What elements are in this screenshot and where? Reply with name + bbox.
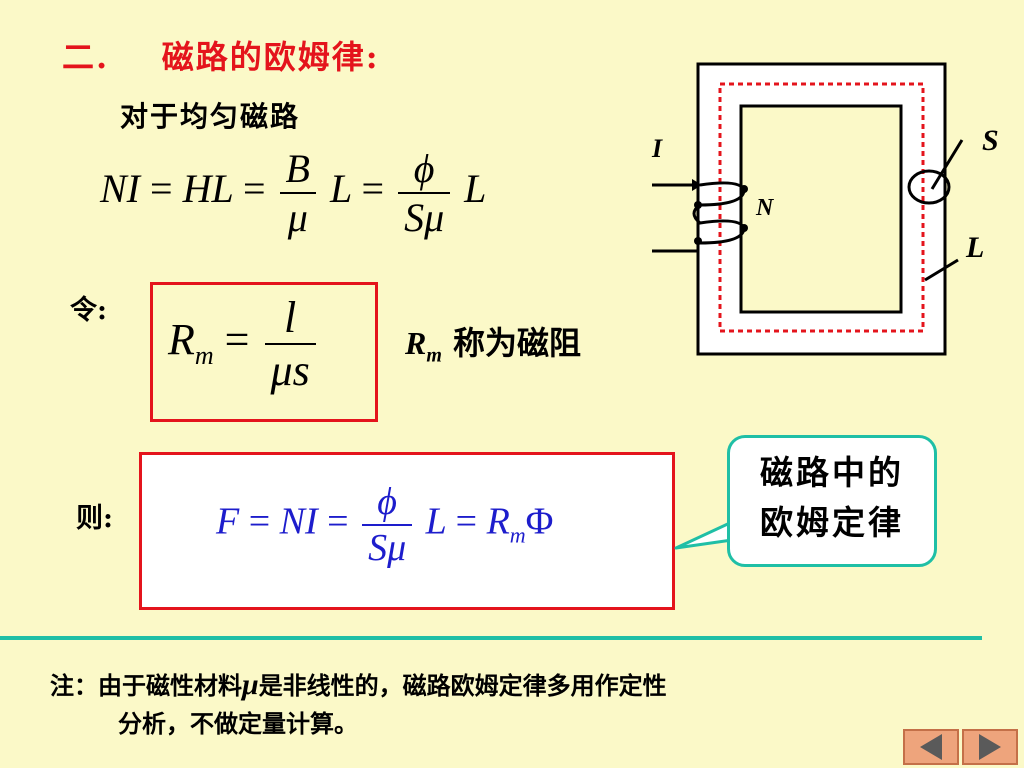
eq1-term-hl: HL <box>182 166 233 212</box>
eq1-frac1-num: B <box>285 146 310 191</box>
core-window <box>739 104 903 314</box>
coil-n <box>652 179 748 253</box>
eq2-lhs: R <box>168 315 195 365</box>
eq1-equals-1: = <box>150 166 173 212</box>
eq3-term-phi: Φ <box>525 500 554 543</box>
eq1-term-l: L <box>329 166 352 212</box>
callout-box <box>727 435 937 567</box>
callout-text: 磁路中的 欧姆定律 <box>727 448 937 548</box>
eq2-num: l <box>283 293 297 342</box>
then-label: 则: <box>76 503 113 534</box>
eq3-fraction: ϕ Sμ <box>362 480 413 570</box>
prev-slide-button[interactable] <box>903 729 959 765</box>
callout-line-2: 欧姆定律 <box>760 503 904 542</box>
label-turns-n: N <box>755 195 775 221</box>
eq2-sub: m <box>194 340 214 370</box>
eq2-den: μs <box>264 343 316 396</box>
l-leader-line <box>924 258 959 282</box>
eq3-num: ϕ <box>377 481 397 523</box>
note-suffix: 是非线性的，磁路欧姆定律多用作定性 <box>258 671 667 700</box>
eq1-fraction-b-mu: B μ <box>279 145 316 241</box>
section-number: 二. <box>62 38 110 76</box>
label-length-l: L <box>965 231 984 264</box>
rm-definition-box <box>150 282 378 422</box>
triangle-left-icon <box>920 734 942 760</box>
eq3-den: Sμ <box>362 524 413 570</box>
eq1-equals-2: = <box>242 166 266 212</box>
eq1-fraction-phi-smu: ϕ Sμ <box>398 145 451 241</box>
rm-caption-text: 称为磁阻 <box>453 324 582 362</box>
eq3-sub: m <box>509 522 526 548</box>
eq3-term-r: R <box>486 500 510 543</box>
eq1-lhs: NI <box>100 166 140 212</box>
let-label: 令: <box>70 295 107 326</box>
rm-caption: Rm 称为磁阻 <box>405 318 581 367</box>
rm-caption-symbol: R <box>405 325 427 361</box>
next-slide-button[interactable] <box>962 729 1018 765</box>
label-area-s: S <box>982 124 999 157</box>
intro-text: 对于均匀磁路 <box>120 100 301 133</box>
eq3-equals-2: = <box>327 500 349 543</box>
note-prefix: 注：由于磁性材料 <box>50 671 242 700</box>
mean-path-l <box>718 82 925 333</box>
eq1-equals-3: = <box>361 166 385 212</box>
cross-section-s <box>907 169 951 205</box>
eq1-frac2-den: Sμ <box>398 192 451 241</box>
divider-line <box>0 636 982 640</box>
ohm-law-box <box>139 452 675 610</box>
eq3-lhs: F <box>216 500 240 543</box>
label-current-i: I <box>651 134 663 163</box>
callout-line-1: 磁路中的 <box>760 453 904 492</box>
eq3-term-l: L <box>425 500 447 543</box>
eq1-frac2-num: ϕ <box>413 146 435 191</box>
eq2-equals: = <box>224 315 250 365</box>
magnetic-circuit-diagram: I N S L <box>651 62 999 356</box>
equation-magnetic-ohm: F = NI = ϕ Sμ L = RmΦ <box>216 480 553 570</box>
equation-ni-hl: NI = HL = B μ L = ϕ Sμ L <box>100 145 486 241</box>
eq3-equals-3: = <box>455 500 478 543</box>
eq3-term-ni: NI <box>279 500 318 543</box>
note-line-2: 分析，不做定量计算。 <box>118 709 358 738</box>
eq1-term-l-2: L <box>464 166 487 212</box>
eq1-frac1-den: μ <box>279 192 316 241</box>
section-title: 磁路的欧姆律: <box>161 38 380 76</box>
equation-rm: Rm = l μs <box>168 292 320 396</box>
eq3-equals-1: = <box>248 500 271 543</box>
note-line-1: 注：由于磁性材料μ是非线性的，磁路欧姆定律多用作定性 <box>50 666 667 702</box>
note-mu: μ <box>242 668 259 701</box>
eq2-fraction: l μs <box>264 292 316 396</box>
rm-caption-sub: m <box>426 344 442 367</box>
triangle-right-icon <box>979 734 1001 760</box>
s-leader-line <box>930 139 964 190</box>
section-heading: 二. 磁路的欧姆律: <box>62 32 380 78</box>
